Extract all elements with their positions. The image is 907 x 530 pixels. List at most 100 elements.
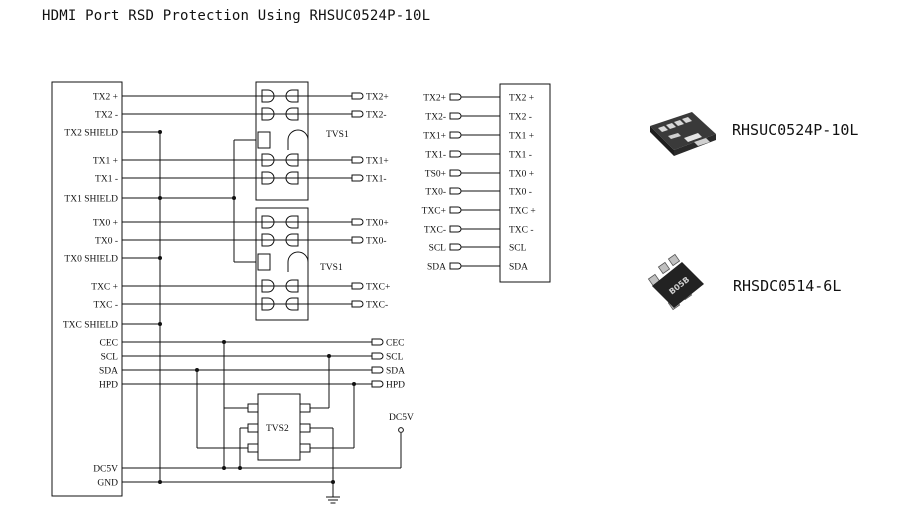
pin-label-3: TX1 + bbox=[93, 157, 118, 167]
output-label: SDA bbox=[386, 367, 405, 377]
output-label: TXC+ bbox=[366, 283, 390, 293]
junction-dot bbox=[222, 466, 226, 470]
right-conn-terminal bbox=[449, 169, 462, 177]
tvs1-diode-b bbox=[285, 153, 299, 167]
tvs1-diode-a bbox=[261, 171, 275, 185]
right-conn-terminal bbox=[449, 131, 462, 139]
tvs1-diode-b bbox=[285, 107, 299, 121]
right-conn-left-label: TX2- bbox=[425, 113, 446, 123]
tvs2-pin-left bbox=[247, 423, 259, 433]
tvs1-diode-b bbox=[285, 171, 299, 185]
output-connector-body bbox=[499, 83, 551, 283]
right-conn-left-label: SCL bbox=[429, 244, 447, 254]
dc5v-terminal bbox=[398, 427, 404, 433]
right-conn-left-label: TXC- bbox=[424, 226, 446, 236]
tvs1-diode-a bbox=[261, 107, 275, 121]
tvs1-diode-a bbox=[261, 279, 275, 293]
chip-6pin-name: RHSDC0514-6L bbox=[733, 277, 841, 295]
pin-label-12: CEC bbox=[100, 339, 118, 349]
right-conn-pin-label: TX2 + bbox=[509, 94, 534, 104]
output-terminal bbox=[371, 380, 384, 388]
tvs1-top-label: TVS1 bbox=[326, 130, 349, 140]
right-conn-left-label: SDA bbox=[427, 263, 446, 273]
output-label: CEC bbox=[386, 339, 404, 349]
tvs1-diode-b bbox=[285, 297, 299, 311]
output-terminal bbox=[371, 338, 384, 346]
right-conn-left-label: TXC+ bbox=[422, 207, 446, 217]
output-label: SCL bbox=[386, 353, 404, 363]
right-conn-terminal bbox=[449, 243, 462, 251]
pin-label-2: TX2 SHIELD bbox=[64, 129, 118, 139]
output-terminal bbox=[351, 300, 364, 308]
junction-dot bbox=[331, 480, 335, 484]
right-conn-pin-label: TX0 - bbox=[509, 188, 532, 198]
right-conn-pin-label: TX1 + bbox=[509, 132, 534, 142]
tvs1-diode-b bbox=[285, 233, 299, 247]
output-terminal bbox=[371, 352, 384, 360]
tvs1-diode-a bbox=[261, 297, 275, 311]
output-label: TX2- bbox=[366, 111, 387, 121]
tvs1-arc bbox=[287, 129, 309, 150]
pin-label-13: SCL bbox=[101, 353, 119, 363]
right-conn-left-label: TS0+ bbox=[425, 170, 446, 180]
tvs2-pin-right bbox=[299, 443, 311, 453]
output-label: TX1- bbox=[366, 175, 387, 185]
pin-label-15: HPD bbox=[99, 381, 118, 391]
right-conn-pin-label: TXC + bbox=[509, 207, 536, 217]
output-label: TX1+ bbox=[366, 157, 389, 167]
output-terminal bbox=[351, 92, 364, 100]
output-terminal bbox=[351, 110, 364, 118]
right-conn-left-label: TX2+ bbox=[423, 94, 446, 104]
right-conn-left-label: TX0- bbox=[425, 188, 446, 198]
pin-label-10: TXC - bbox=[93, 301, 118, 311]
output-label: HPD bbox=[386, 381, 405, 391]
output-label: TX2+ bbox=[366, 93, 389, 103]
ground-symbol bbox=[326, 484, 340, 504]
right-conn-terminal bbox=[449, 262, 462, 270]
output-label: TX0+ bbox=[366, 219, 389, 229]
output-terminal bbox=[371, 366, 384, 374]
right-conn-pin-label: SDA bbox=[509, 263, 528, 273]
tvs1-internal-symbols bbox=[257, 89, 309, 311]
tvs1-diode-b bbox=[285, 89, 299, 103]
output-terminal bbox=[351, 236, 364, 244]
pin-label-4: TX1 - bbox=[95, 175, 118, 185]
pin-label-8: TX0 SHIELD bbox=[64, 255, 118, 265]
tvs1-top-chip bbox=[255, 81, 309, 201]
tvs1-diode-a bbox=[261, 233, 275, 247]
tvs1-diode-a bbox=[261, 153, 275, 167]
output-connector-pins: TX2+TX2 +TX2-TX2 -TX1+TX1 +TX1-TX1 -TS0+… bbox=[422, 93, 536, 273]
right-conn-pin-label: TXC - bbox=[509, 226, 534, 236]
tvs1-bottom-chip bbox=[255, 207, 309, 321]
right-conn-left-label: TX1+ bbox=[423, 132, 446, 142]
right-conn-pin-label: TX0 + bbox=[509, 170, 534, 180]
output-terminal bbox=[351, 156, 364, 164]
output-label: TXC- bbox=[366, 301, 388, 311]
right-conn-terminal bbox=[449, 225, 462, 233]
pin-label-17: GND bbox=[97, 479, 118, 489]
right-conn-terminal bbox=[449, 206, 462, 214]
tvs2-pin-right bbox=[299, 423, 311, 433]
pin-label-5: TX1 SHIELD bbox=[64, 195, 118, 205]
dc5v-label: DC5V bbox=[389, 413, 414, 423]
tvs1-gnd-block bbox=[257, 131, 271, 149]
tvs2-pins bbox=[247, 403, 311, 453]
chip-6pin-icon: B05B bbox=[647, 253, 704, 311]
tvs1-gnd-block bbox=[257, 253, 271, 271]
tvs1-diode-a bbox=[261, 215, 275, 229]
output-label: TX0- bbox=[366, 237, 387, 247]
right-conn-pin-label: TX2 - bbox=[509, 113, 532, 123]
pin-label-0: TX2 + bbox=[93, 93, 118, 103]
pin-label-16: DC5V bbox=[93, 465, 118, 475]
tvs1-bottom-label: TVS1 bbox=[320, 263, 343, 273]
tvs1-diode-b bbox=[285, 279, 299, 293]
pin-label-9: TXC + bbox=[91, 283, 118, 293]
chip-10pin-name: RHSUC0524P-10L bbox=[732, 121, 858, 139]
right-conn-pin-label: SCL bbox=[509, 244, 527, 254]
tvs2-pin-left bbox=[247, 403, 259, 413]
tvs2-pin-right bbox=[299, 403, 311, 413]
right-conn-terminal bbox=[449, 187, 462, 195]
tvs2-label: TVS2 bbox=[266, 424, 289, 434]
